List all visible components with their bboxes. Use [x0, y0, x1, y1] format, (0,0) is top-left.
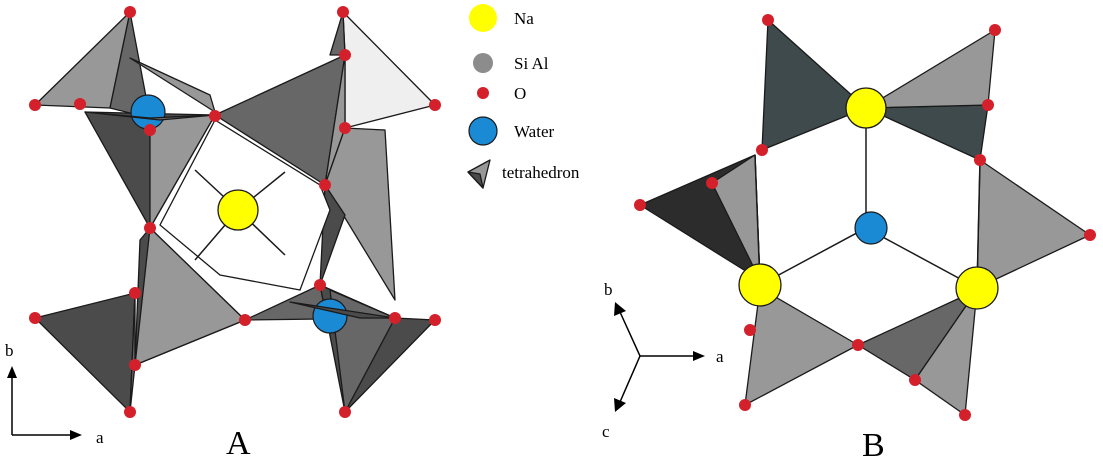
water-a-top [130, 94, 166, 130]
tetra-a-top-right-face [329, 11, 346, 56]
oxygen-atom [74, 98, 86, 110]
legend: Na Si Al O Water tetrahedron [467, 4, 580, 189]
oxygen-atom [429, 99, 441, 111]
oxygen-atom [239, 314, 251, 326]
panel-a-label: A [226, 425, 251, 462]
oxygen-atom [429, 314, 441, 326]
tetra-b-right [976, 159, 1091, 289]
oxygen-atom [129, 287, 141, 299]
axis-c-label: c [602, 422, 610, 441]
oxygen-atom [389, 312, 401, 324]
oxygen-atom [852, 339, 864, 351]
oxygen-atom [739, 399, 751, 411]
panel-b-label: B [862, 427, 885, 464]
panel-b-structure: b a c B [602, 14, 1096, 464]
legend-water-swatch [468, 116, 498, 146]
tetra-b-bottom-left [744, 287, 859, 406]
oxygen-atom [706, 177, 718, 189]
tetra-b-top-right-face [865, 29, 996, 109]
oxygen-atom [1084, 229, 1096, 241]
oxygen-atom [29, 99, 41, 111]
na-atom-b-right [955, 266, 999, 310]
na-atom-a [217, 189, 259, 231]
axis-b-arrowhead [614, 302, 626, 316]
oxygen-atom [337, 6, 349, 18]
oxygen-atoms-a [29, 6, 441, 418]
axis-b-arrow [619, 311, 641, 357]
tetra-b-bottom-right-face [914, 289, 978, 416]
tetra-a-left-column-face [134, 227, 246, 366]
axis-b-label: b [5, 341, 14, 360]
axis-c-arrow [619, 355, 641, 403]
oxygen-atom [989, 24, 1001, 36]
oxygen-atom [974, 154, 986, 166]
na-atom-b-top [845, 87, 887, 129]
oxygen-atom [319, 179, 331, 191]
oxygen-atom [124, 6, 136, 18]
oxygen-atom [959, 409, 971, 421]
oxygen-atom [982, 99, 994, 111]
tetra-a-bottom-left [34, 292, 136, 413]
oxygen-atom [144, 124, 156, 136]
tetrahedron-icon [467, 159, 491, 189]
oxygen-atom [209, 110, 221, 122]
axes-b: b a c [602, 280, 724, 441]
oxygen-atom [144, 222, 156, 234]
tetra-a-top-middle [129, 57, 216, 113]
oxygen-atom [314, 279, 326, 291]
oxygen-atom [339, 406, 351, 418]
oxygen-atom [339, 49, 351, 61]
axes-a: b a [5, 341, 104, 447]
legend-sial-swatch [473, 53, 493, 73]
oxygen-atoms-b [634, 14, 1096, 421]
water-b [854, 211, 888, 245]
tetra-a-top-right [342, 11, 436, 129]
tetra-a-bottom-overlap [289, 301, 396, 319]
legend-water-label: Water [514, 122, 554, 141]
oxygen-atom [909, 374, 921, 386]
legend-o-swatch [477, 87, 489, 99]
axis-b-label: b [604, 280, 613, 299]
axis-a-label: a [716, 347, 724, 366]
oxygen-atom [744, 324, 756, 336]
oxygen-atom [634, 199, 646, 211]
axis-b-arrowhead [7, 366, 17, 378]
oxygen-atom [124, 406, 136, 418]
tetra-a-bottom-left-face [129, 292, 136, 413]
oxygen-atom [339, 122, 351, 134]
oxygen-atom [762, 14, 774, 26]
axis-c-arrowhead [614, 398, 626, 412]
oxygen-atom [756, 144, 768, 156]
oxygen-atom [29, 312, 41, 324]
tetra-a-right-column [324, 127, 396, 301]
tetra-b-top [761, 19, 867, 151]
legend-na-swatch [469, 4, 497, 32]
na-atom-b-left [738, 263, 782, 307]
oxygen-atom [129, 359, 141, 371]
legend-na-label: Na [514, 9, 534, 28]
axis-a-arrowhead [70, 430, 82, 440]
axis-a-label: a [96, 428, 104, 447]
legend-tetrahedron-label: tetrahedron [502, 163, 580, 182]
panel-a-structure: b a A [5, 6, 441, 462]
axis-a-arrowhead [693, 351, 705, 361]
legend-sial-label: Si Al [514, 54, 549, 73]
water-a-bottom [312, 298, 348, 334]
legend-o-label: O [514, 84, 526, 103]
bond-b-left [754, 154, 761, 286]
